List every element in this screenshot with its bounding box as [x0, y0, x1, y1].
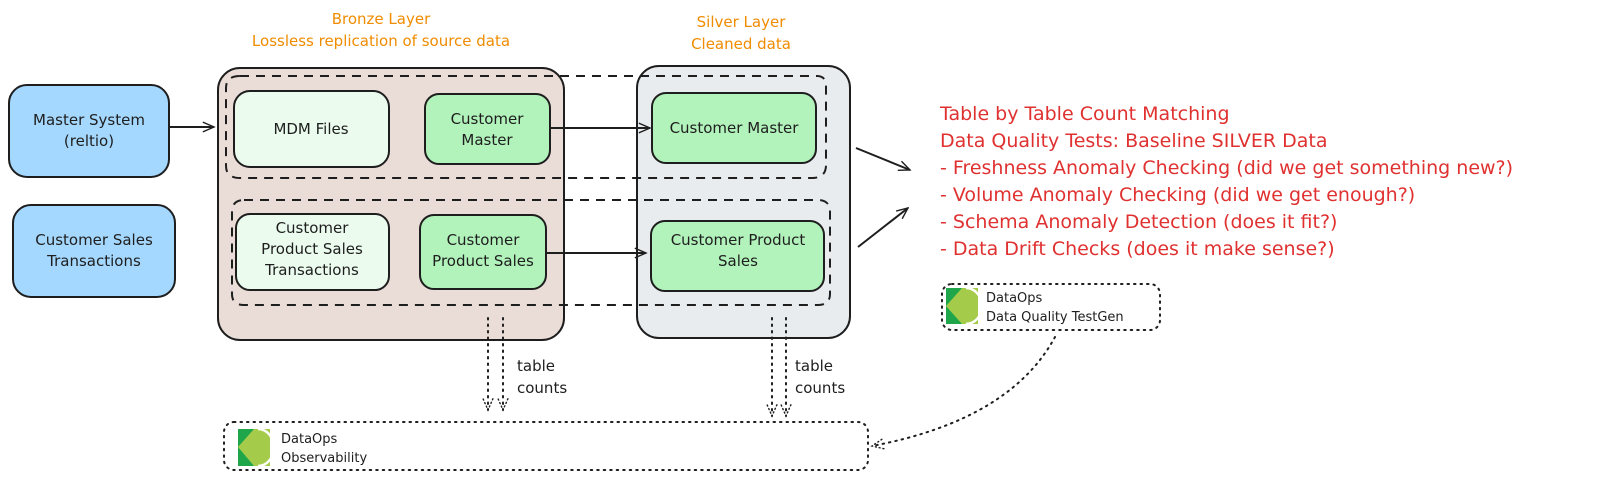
tests-line-1: Table by Table Count Matching [939, 103, 1230, 125]
silver-layer-caption: Silver Layer Cleaned data [691, 13, 791, 53]
tests-line-2: Data Quality Tests: Baseline SILVER Data [940, 130, 1327, 152]
bronze-customer-master-box[interactable]: Customer Master [424, 93, 551, 165]
cps-transactions-label-2: Product Sales [261, 240, 363, 258]
bronze-layer-caption: Bronze Layer Lossless replication of sou… [252, 10, 510, 50]
tests-line-3: - Freshness Anomaly Checking (did we get… [940, 157, 1513, 179]
customer-product-sales-lane [231, 199, 831, 306]
bronze-customer-product-sales-box[interactable]: Customer Product Sales [419, 214, 547, 290]
silver-cps-label-1: Customer Product [671, 231, 806, 249]
arrow-silver-to-tests-lower [857, 208, 908, 248]
silver-title: Silver Layer [697, 13, 787, 31]
silver-customer-master-box[interactable]: Customer Master [651, 92, 817, 164]
master-system-box[interactable]: Master System (reltio) [8, 84, 170, 178]
dotted-arrow-testgen-to-observability [872, 336, 1056, 446]
bronze-title: Bronze Layer [332, 10, 431, 28]
silver-counts-line-1: table [795, 357, 833, 375]
customer-master-lane [225, 75, 827, 179]
master-system-label-2: (reltio) [64, 132, 114, 150]
data-quality-tests-list: Table by Table Count Matching Data Quali… [939, 103, 1513, 260]
bronze-cps-label-1: Customer [447, 231, 521, 249]
bronze-mdm-files-box[interactable]: MDM Files [233, 90, 390, 168]
master-system-label-1: Master System [33, 111, 145, 129]
observability-label-1: DataOps [281, 432, 338, 447]
tests-line-4: - Volume Anomaly Checking (did we get en… [940, 184, 1415, 206]
silver-table-counts-label: table counts [795, 357, 845, 397]
testgen-label-2: Data Quality TestGen [986, 310, 1124, 325]
cps-transactions-label-3: Transactions [264, 261, 359, 279]
observability-tool-card[interactable]: DataOps Observability [223, 421, 869, 471]
testgen-tool-card[interactable]: DataOps Data Quality TestGen [941, 283, 1161, 331]
observability-label-2: Observability [281, 451, 367, 466]
tests-line-5: - Schema Anomaly Detection (does it fit?… [940, 211, 1337, 233]
bronze-customer-master-label-1: Customer [451, 110, 525, 128]
bronze-cps-transactions-box[interactable]: Customer Product Sales Transactions [235, 213, 390, 291]
silver-cps-label-2: Sales [718, 252, 758, 270]
tests-line-6: - Data Drift Checks (does it make sense?… [940, 238, 1335, 260]
bronze-subtitle: Lossless replication of source data [252, 32, 510, 50]
testgen-label-1: DataOps [986, 291, 1043, 306]
mdm-files-label: MDM Files [273, 120, 348, 138]
dataops-logo-icon [946, 286, 984, 326]
cps-transactions-label-1: Customer [276, 219, 350, 237]
bronze-table-counts-label: table counts [517, 357, 567, 397]
customer-sales-label-2: Transactions [46, 252, 141, 270]
bronze-counts-line-1: table [517, 357, 555, 375]
silver-subtitle: Cleaned data [691, 35, 791, 53]
silver-customer-product-sales-box[interactable]: Customer Product Sales [650, 220, 825, 292]
bronze-counts-line-2: counts [517, 379, 567, 397]
arrow-silver-to-tests-upper [855, 147, 910, 170]
silver-customer-master-label: Customer Master [670, 119, 800, 137]
silver-counts-line-2: counts [795, 379, 845, 397]
bronze-cps-label-2: Product Sales [432, 252, 534, 270]
customer-sales-label-1: Customer Sales [35, 231, 153, 249]
bronze-customer-master-label-2: Master [461, 131, 513, 149]
customer-sales-transactions-box[interactable]: Customer Sales Transactions [12, 204, 176, 298]
dataops-logo-icon [238, 427, 276, 468]
